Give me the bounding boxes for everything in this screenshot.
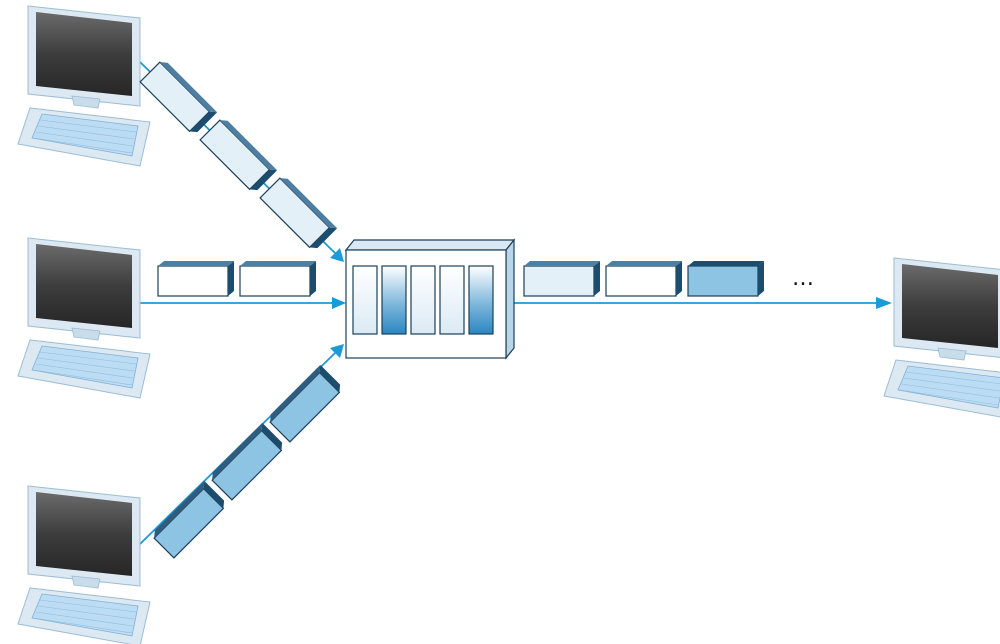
packet <box>199 119 278 191</box>
ellipsis-more-packets: … <box>792 266 817 291</box>
packet <box>153 480 225 559</box>
desktop-computer-icon <box>883 257 1000 419</box>
packet <box>687 261 764 297</box>
packet <box>139 61 218 133</box>
packet <box>605 261 682 297</box>
packet <box>239 261 316 297</box>
desktop-computer-icon <box>17 237 151 399</box>
destination-host <box>883 257 1000 419</box>
desktop-computer-icon <box>17 485 151 644</box>
queue-buffer <box>381 265 407 335</box>
packet <box>211 422 283 501</box>
packet <box>269 364 341 443</box>
queue-buffer <box>439 265 465 335</box>
desktop-computer-icon <box>17 5 151 167</box>
source-host-2 <box>17 237 151 399</box>
source-host-3 <box>17 485 151 644</box>
packet-switch <box>344 238 516 360</box>
packet <box>259 177 338 249</box>
packet <box>157 261 234 297</box>
queue-buffer <box>410 265 436 335</box>
queue-buffer <box>468 265 494 335</box>
output-link-arrow <box>512 297 892 309</box>
source-host-1 <box>17 5 151 167</box>
packet <box>523 261 600 297</box>
link-2-arrow <box>140 297 346 309</box>
queue-buffer <box>352 265 378 335</box>
router-queue-icon <box>352 265 494 335</box>
